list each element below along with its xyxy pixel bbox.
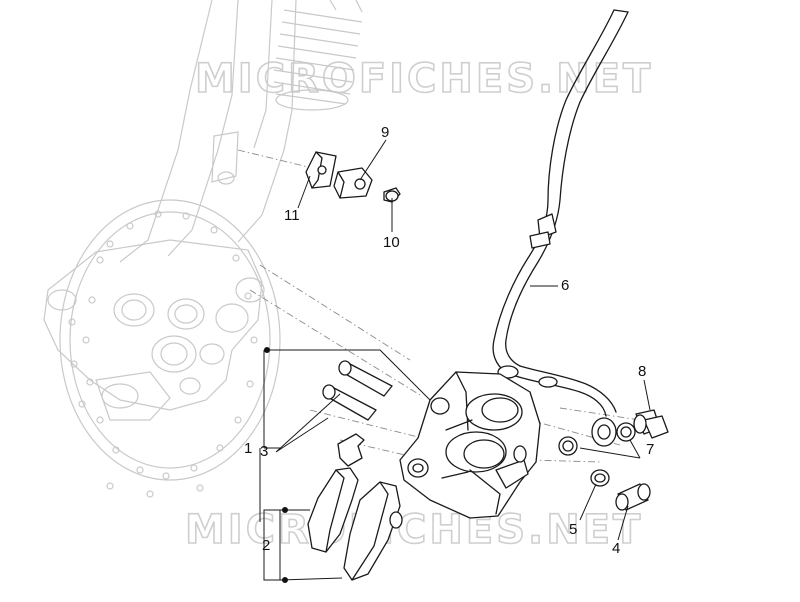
callout-1: 1 (244, 440, 252, 457)
part-6-brake-hose (492, 9, 629, 447)
callout-2: 2 (262, 537, 270, 554)
watermark-top: MICROFICHES.NET (195, 56, 653, 102)
part-4-caliper-screw (615, 483, 651, 511)
part-3-guide-pins (322, 360, 393, 421)
callout-8: 8 (638, 363, 646, 380)
pad-retaining-spring (337, 433, 365, 467)
part-11-hose-bracket (305, 151, 337, 189)
brake-caliper-body (399, 371, 541, 519)
part-5-washer (590, 469, 610, 487)
callout-3: 3 (260, 443, 268, 460)
callout-10: 10 (383, 234, 400, 251)
callout-dot (282, 577, 288, 583)
part-2-brake-pads (307, 467, 403, 581)
callout-dot (264, 347, 270, 353)
ghost-fork-assembly (43, 0, 363, 498)
callout-11: 11 (284, 207, 300, 224)
part-10-screw (383, 187, 401, 203)
callout-dot (282, 507, 288, 513)
callout-5: 5 (569, 521, 577, 538)
callout-6: 6 (561, 277, 569, 294)
part-9-hose-clip (333, 167, 373, 199)
part-8-banjo-bolt (633, 409, 669, 439)
callout-4: 4 (612, 540, 620, 557)
part-7-sealing-washers (558, 422, 636, 456)
callout-9: 9 (381, 124, 389, 141)
callout-7: 7 (646, 441, 654, 458)
assembly-guide-lines (237, 149, 641, 471)
